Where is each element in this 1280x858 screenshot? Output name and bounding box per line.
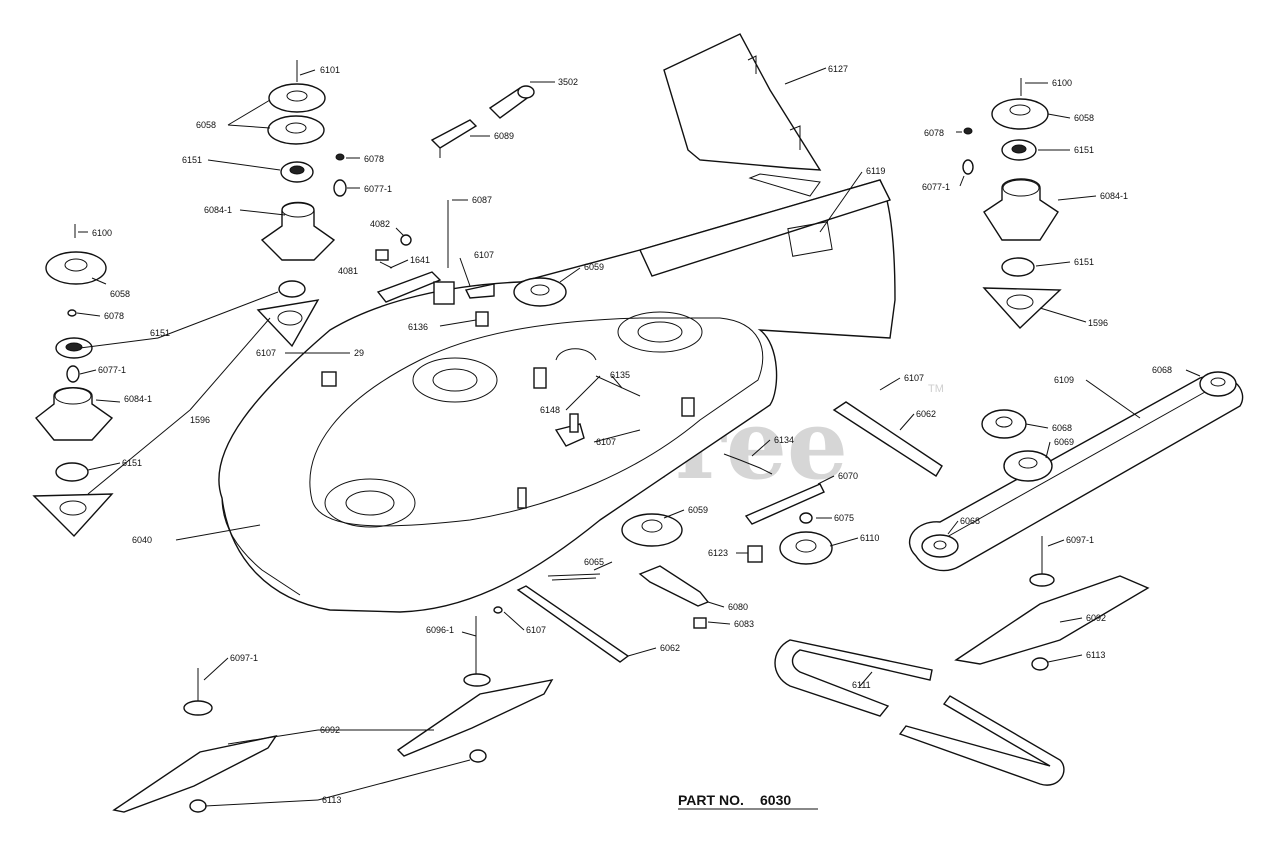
callout-6069: 6069: [1054, 437, 1074, 447]
left-spindle-assembly: [256, 60, 347, 348]
right-spindle-assembly: [962, 78, 1062, 330]
callout-4081: 4081: [338, 266, 358, 276]
callout-6077-1: 6077-1: [364, 184, 392, 194]
callout-6087: 6087: [472, 195, 492, 205]
callout-1596: 1596: [190, 415, 210, 425]
callout-6084-1: 6084-1: [204, 205, 232, 215]
callout-6127: 6127: [828, 64, 848, 74]
callout-6100: 6100: [92, 228, 112, 238]
callout-6113: 6113: [322, 795, 341, 805]
callout-6097-1: 6097-1: [230, 653, 258, 663]
callout-6148: 6148: [540, 405, 560, 415]
callout-6084-1: 6084-1: [1100, 191, 1128, 201]
callout-6123: 6123: [708, 548, 728, 558]
callout-6092: 6092: [1086, 613, 1106, 623]
callout-6058: 6058: [110, 289, 130, 299]
callout-6134: 6134: [774, 435, 794, 445]
callout-6151: 6151: [122, 458, 142, 468]
callout-6080: 6080: [728, 602, 748, 612]
callout-6065: 6065: [584, 557, 604, 567]
watermark-tm: TM: [928, 383, 944, 395]
callout-6107: 6107: [596, 437, 616, 447]
callout-4082: 4082: [370, 219, 390, 229]
part-number-value: 6030: [760, 792, 791, 808]
callout-6083: 6083: [734, 619, 754, 629]
callout-6078: 6078: [924, 128, 944, 138]
callout-6059: 6059: [584, 262, 604, 272]
callout-6151: 6151: [150, 328, 170, 338]
callout-1596: 1596: [1088, 318, 1108, 328]
callout-6058: 6058: [196, 120, 216, 130]
mower-deck-housing: [218, 173, 896, 613]
callout-6059: 6059: [688, 505, 708, 515]
callout-6101: 6101: [320, 65, 340, 75]
callout-6119: 6119: [866, 166, 885, 176]
callout-6097-1: 6097-1: [1066, 535, 1094, 545]
callout-6077-1: 6077-1: [922, 182, 950, 192]
callout-6068: 6068: [1152, 365, 1172, 375]
callout-6136: 6136: [408, 322, 428, 332]
callout-6109: 6109: [1054, 375, 1074, 385]
callout-6078: 6078: [364, 154, 384, 164]
callout-6107: 6107: [256, 348, 276, 358]
callout-6068: 6068: [960, 516, 980, 526]
part-number: PART NO. 6030: [678, 792, 818, 810]
callout-6151: 6151: [182, 155, 202, 165]
callout-6151: 6151: [1074, 145, 1094, 155]
callout-6151: 6151: [1074, 257, 1094, 267]
callout-29: 29: [354, 348, 364, 358]
callout-6111: 6111: [852, 680, 871, 690]
callout-6110: 6110: [860, 533, 879, 543]
callout-6100: 6100: [1052, 78, 1072, 88]
callout-6107: 6107: [474, 250, 494, 260]
top-misc-parts: [321, 33, 822, 509]
callout-6089: 6089: [494, 131, 514, 141]
callout-6062: 6062: [916, 409, 936, 419]
callout-labels: 6101 6058 6151 6078 6077-1 6084-1 6100 6…: [92, 64, 1172, 805]
callout-6135: 6135: [610, 370, 630, 380]
callout-6077-1: 6077-1: [98, 365, 126, 375]
blade-assembly: [112, 536, 1150, 813]
callout-1641: 1641: [410, 255, 430, 265]
callout-6092: 6092: [320, 725, 340, 735]
callout-6113: 6113: [1086, 650, 1105, 660]
callout-3502: 3502: [558, 77, 578, 87]
far-left-spindle-assembly: [32, 224, 114, 538]
callout-6068: 6068: [1052, 423, 1072, 433]
callout-6062: 6062: [660, 643, 680, 653]
belt-drive-assembly: [909, 371, 1244, 572]
callout-6096-1: 6096-1: [426, 625, 454, 635]
callout-6107: 6107: [526, 625, 546, 635]
part-number-prefix: PART NO.: [678, 792, 744, 808]
callout-6070: 6070: [838, 471, 858, 481]
callout-6107: 6107: [904, 373, 924, 383]
callout-6078: 6078: [104, 311, 124, 321]
callout-leaders: [76, 67, 1201, 807]
callout-6084-1: 6084-1: [124, 394, 152, 404]
callout-6075: 6075: [834, 513, 854, 523]
callout-6040: 6040: [132, 535, 152, 545]
callout-6058: 6058: [1074, 113, 1094, 123]
